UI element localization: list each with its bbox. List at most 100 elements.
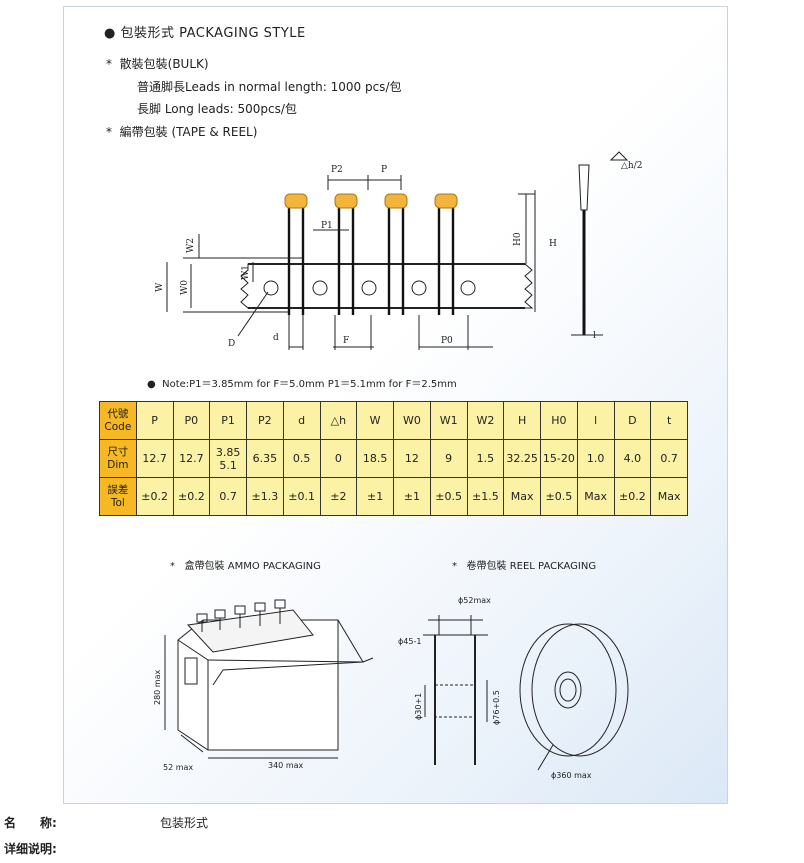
table-cell: Max xyxy=(650,477,688,516)
tape-line: * 編帶包裝 (TAPE & REEL) xyxy=(106,123,257,140)
table-cell: W0 xyxy=(393,401,431,440)
table-cell: ±1.3 xyxy=(246,477,284,516)
table-cell: 12.7 xyxy=(135,439,174,478)
table-cell: H0 xyxy=(540,401,578,440)
label-w1: W1 xyxy=(241,265,251,280)
header-bullet: ● xyxy=(104,26,116,41)
reel-title-line: * 卷帶包裝 REEL PACKAGING xyxy=(452,557,596,572)
label-w: W xyxy=(155,282,165,292)
table-cell: 15-20 xyxy=(540,439,578,478)
table-cell: 6.35 xyxy=(246,439,284,478)
note-line: ● Note:P1＝3.85mm for F＝5.0mm P1＝5.1mm fo… xyxy=(147,375,457,390)
bulk-title: 散裝包裝(BULK) xyxy=(119,57,209,71)
ammo-star: * xyxy=(170,561,175,572)
table-cell: 1.5 xyxy=(466,439,505,478)
label-h0: H0 xyxy=(513,232,523,246)
table-cell: ±0.2 xyxy=(613,477,652,516)
ammo-height-label: 280 max xyxy=(153,669,162,705)
label-w0: W0 xyxy=(180,280,190,295)
table-cell: P1 xyxy=(209,401,247,440)
label-d-lower: d xyxy=(273,333,279,343)
reel-title: 卷帶包裝 REEL PACKAGING xyxy=(466,561,597,572)
label-p0: P0 xyxy=(441,336,453,346)
reel-star: * xyxy=(452,561,457,572)
table-cell: ±0.2 xyxy=(172,477,211,516)
bulk-line1: 普通脚長Leads in normal length: 1000 pcs/包 xyxy=(137,80,402,94)
bulk-line: * 散裝包裝(BULK) xyxy=(106,55,209,72)
table-cell: 18.5 xyxy=(356,439,394,478)
reel-d45-label: ϕ45-1 xyxy=(398,637,421,646)
tape-star: * xyxy=(106,125,112,139)
table-cell: 4.0 xyxy=(613,439,652,478)
tape-reel-drawing: P2 P P1 H0 H W2 W1 W0 W D d F P0 △h/2 l xyxy=(155,151,642,350)
note-text: Note:P1＝3.85mm for F＝5.0mm P1＝5.1mm for … xyxy=(162,379,457,390)
table-cell: 0 xyxy=(319,439,358,478)
table-cell: ±2 xyxy=(319,477,358,516)
label-h: H xyxy=(549,239,557,249)
table-cell: W2 xyxy=(466,401,505,440)
label-p: P xyxy=(381,165,387,175)
name-value: 包装形式 xyxy=(160,816,209,830)
table-cell: ±1 xyxy=(356,477,394,516)
reel-d360-label: ϕ360 max xyxy=(551,771,592,780)
label-f: F xyxy=(343,336,349,346)
table-cell: 32.25 xyxy=(503,439,541,478)
table-cell: 12.7 xyxy=(172,439,211,478)
header-title: 包裝形式 PACKAGING STYLE xyxy=(120,26,306,41)
tape-title: 編帶包裝 (TAPE & REEL) xyxy=(119,125,258,139)
table-cell: 9 xyxy=(429,439,468,478)
bulk-star: * xyxy=(106,57,112,71)
table-cell: W1 xyxy=(429,401,468,440)
table-cell: ±0.5 xyxy=(429,477,468,516)
label-l: l xyxy=(593,331,596,341)
name-label: 名 称: xyxy=(4,816,57,830)
ammo-width-label: 340 max xyxy=(268,761,304,770)
reel-d76-label: ϕ76+0.5 xyxy=(492,690,501,725)
table-cell: 3.85 5.1 xyxy=(209,439,247,478)
table-cell: △h xyxy=(319,401,358,440)
table-cell: 12 xyxy=(393,439,431,478)
table-cell: ±0.2 xyxy=(135,477,174,516)
reel-d30-label: ϕ30+1 xyxy=(414,693,423,720)
table-cell: Max xyxy=(576,477,615,516)
table-cell: P0 xyxy=(172,401,211,440)
table-cell: d xyxy=(282,401,321,440)
table-cell: 0.5 xyxy=(282,439,321,478)
note-bullet: ● xyxy=(147,379,156,390)
table-cell: 1.0 xyxy=(576,439,615,478)
ammo-reel-drawing: 280 max 340 max 52 max ϕ52max ϕ45-1 ϕ30+… xyxy=(153,596,629,780)
table-cell: 0.7 xyxy=(650,439,688,478)
table-cell: D xyxy=(613,401,652,440)
table-cell: ±1.5 xyxy=(466,477,505,516)
table-cell: ±1 xyxy=(393,477,431,516)
table-cell: 0.7 xyxy=(209,477,247,516)
ammo-title-line: * 盒帶包裝 AMMO PACKAGING xyxy=(170,557,321,572)
label-p2: P2 xyxy=(331,165,343,175)
table-cell: t xyxy=(650,401,688,440)
detail-label: 详细说明: xyxy=(4,842,57,856)
ammo-depth-label: 52 max xyxy=(163,763,193,772)
bulk-line2: 長脚 Long leads: 500pcs/包 xyxy=(137,102,297,116)
table-cell: W xyxy=(356,401,394,440)
table-cell: ±0.5 xyxy=(540,477,578,516)
table-cell: H xyxy=(503,401,541,440)
ammo-title: 盒帶包裝 AMMO PACKAGING xyxy=(184,561,321,572)
table-cell: P2 xyxy=(246,401,284,440)
table-cell: l xyxy=(576,401,615,440)
table-cell: Max xyxy=(503,477,541,516)
label-dh: △h/2 xyxy=(621,161,642,171)
table-cell: P xyxy=(135,401,174,440)
label-d-upper: D xyxy=(228,339,235,349)
label-p1: P1 xyxy=(321,221,333,231)
label-w2: W2 xyxy=(186,238,196,253)
reel-d52-label: ϕ52max xyxy=(458,596,491,605)
header-title-line: ● 包裝形式 PACKAGING STYLE xyxy=(104,22,306,41)
table-cell: ±0.1 xyxy=(282,477,321,516)
